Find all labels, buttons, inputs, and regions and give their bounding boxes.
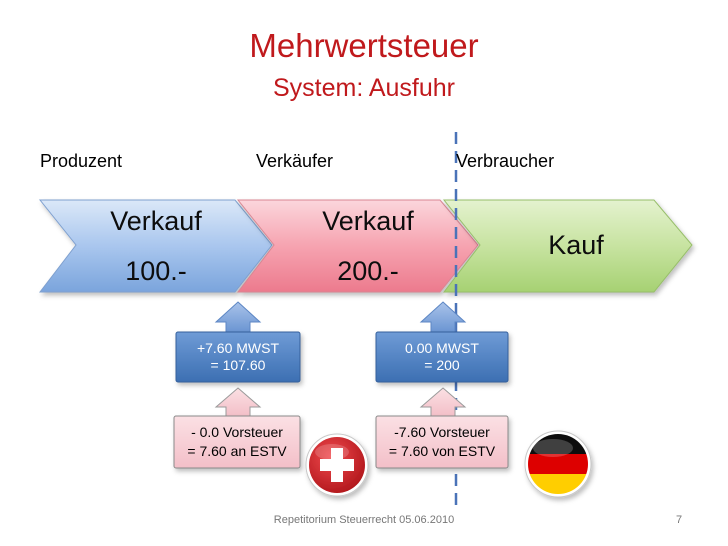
vorsteuer-left-line1: - 0.0 Vorsteuer: [191, 424, 283, 440]
mwst-left-line1: +7.60 MWST: [196, 340, 280, 356]
mwst-right-line1: 0.00 MWST: [405, 340, 479, 356]
mwst-box-right: [375, 331, 509, 383]
vorsteuer-box-left: [173, 415, 301, 469]
vorsteuer-right-line1: -7.60 Vorsteuer: [394, 424, 490, 440]
chevron3-label: Kauf: [548, 230, 604, 260]
arrow-up-right-top: [419, 301, 467, 333]
role-seller: Verkäufer: [256, 151, 334, 171]
chevron-sale-seller: [236, 199, 479, 293]
german-flag-icon: [524, 430, 592, 498]
vorsteuer-box-right: [375, 415, 509, 469]
chevron2-label: Verkauf: [322, 206, 414, 236]
chevron-sale-producer: [38, 199, 273, 293]
footer-text: Repetitorium Steuerrecht 05.06.2010: [273, 514, 455, 526]
chevron-purchase-consumer: [442, 199, 693, 293]
swiss-flag-icon: [305, 433, 369, 497]
arrow-up-left-bottom: [214, 387, 262, 417]
page-number: 7: [676, 514, 683, 526]
role-producer: Produzent: [40, 151, 123, 171]
chevron1-amount: 100.-: [125, 256, 187, 286]
arrow-up-left-top: [214, 301, 262, 333]
slide-subtitle: System: Ausfuhr: [272, 74, 456, 102]
slide-title: Mehrwertsteuer: [249, 27, 479, 64]
role-consumer: Verbraucher: [456, 151, 555, 171]
arrow-up-right-bottom: [419, 387, 467, 417]
vorsteuer-left-line2: = 7.60 an ESTV: [187, 443, 287, 459]
mwst-right-line2: = 200: [424, 357, 460, 373]
chevron2-amount: 200.-: [337, 256, 399, 286]
vorsteuer-right-line2: = 7.60 von ESTV: [388, 443, 496, 459]
chevron1-label: Verkauf: [110, 206, 202, 236]
mwst-box-left: [175, 331, 301, 383]
mwst-left-line2: = 107.60: [210, 357, 266, 373]
